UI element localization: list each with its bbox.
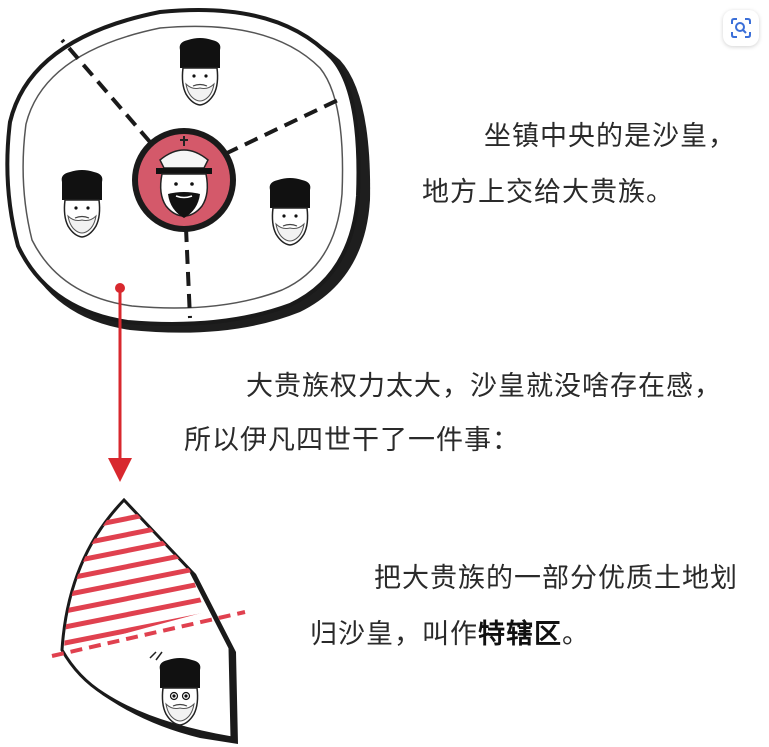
scan-lens-icon — [731, 18, 751, 38]
caption-line-3: 大贵族权力太大，沙皇就没啥存在感， — [246, 371, 722, 402]
caption-line-6-suffix: 。 — [562, 619, 590, 650]
caption-line-1: 坐镇中央的是沙皇， — [484, 121, 736, 152]
tsar-figure — [156, 136, 212, 218]
caption-line-4: 所以伊凡四世干了一件事： — [184, 425, 520, 456]
caption-line-5: 把大贵族的一部分优质土地划 — [374, 563, 738, 594]
oprichnina-term: 特辖区 — [478, 619, 562, 650]
oprichnina-slice — [51, 497, 246, 744]
boyar-left-figure — [60, 169, 104, 238]
caption-line-6-prefix: 归沙皇，叫作 — [310, 619, 478, 650]
caption-line-6: 归沙皇，叫作特辖区。 — [310, 613, 590, 657]
boyar-right-figure — [268, 177, 312, 246]
tsardom-disk — [5, 8, 371, 333]
boyar-surprised-figure — [158, 657, 202, 726]
surprise-marks — [149, 651, 163, 661]
caption-line-2: 地方上交给大贵族。 — [422, 177, 674, 208]
scan-button[interactable] — [723, 10, 759, 46]
red-arrow — [108, 283, 132, 482]
boyar-top-figure — [178, 37, 222, 106]
red-cut-line — [51, 610, 246, 658]
